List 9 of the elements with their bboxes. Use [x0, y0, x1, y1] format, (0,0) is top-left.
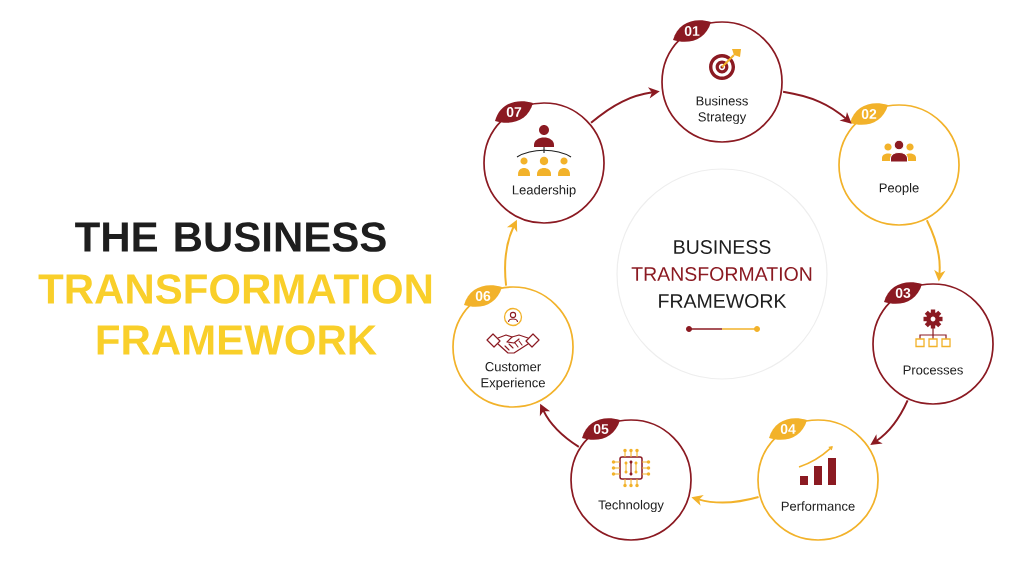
- heading: TRANSFORMATION FRAMEWORK: [38, 274, 432, 355]
- number-badge: 05: [582, 418, 620, 440]
- number-badge: 03: [884, 282, 922, 304]
- number-badge: 07: [495, 101, 533, 123]
- number-badge: 02: [850, 103, 888, 125]
- number-badge: 04: [769, 418, 807, 440]
- number-badge: 06: [464, 285, 502, 307]
- heading: THE BUSINESS: [75, 222, 386, 252]
- number-badge: 01: [673, 20, 711, 42]
